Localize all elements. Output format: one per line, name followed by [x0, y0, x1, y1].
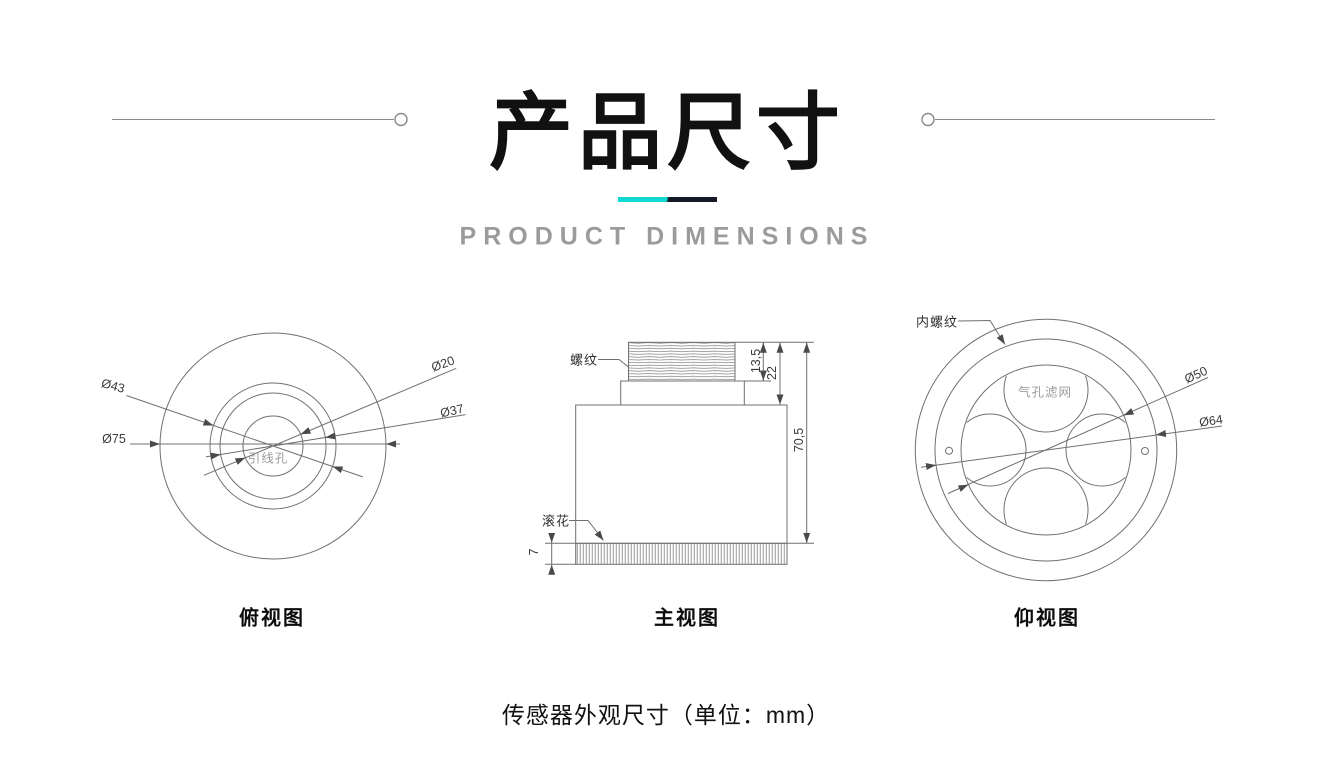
header-left-rule	[112, 112, 408, 127]
dim-label-body-height: 70,5	[792, 427, 806, 453]
title-accent-underline	[618, 197, 717, 202]
front-view-label: 主视图	[654, 607, 720, 630]
dim-label-d75: Ø75	[102, 432, 126, 446]
inner-thread-label: 内螺纹	[915, 314, 959, 330]
knurl-label: 滚花	[541, 513, 571, 529]
bottom-view-label: 仰视图	[1014, 607, 1080, 630]
thread-label: 螺纹	[569, 352, 599, 368]
page-subtitle: PRODUCT DIMENSIONS	[459, 222, 875, 251]
dim-label-knurl-height: 7	[527, 548, 541, 556]
front-view-drawing	[545, 341, 814, 575]
bottom-view-drawing	[914, 318, 1223, 582]
top-view-label: 俯视图	[239, 607, 305, 630]
header-right-rule	[921, 112, 1215, 127]
figure-caption: 传感器外观尺寸（单位：mm）	[501, 702, 831, 728]
top-view-drawing	[126, 332, 466, 560]
lead-wire-hole-label: 引线孔	[247, 451, 289, 466]
dim-label-neck-height: 22	[765, 366, 779, 380]
air-hole-mesh-label: 气孔滤网	[1017, 385, 1073, 400]
dim-label-thread-height: 13,5	[749, 348, 763, 374]
page-title: 产品尺寸	[488, 85, 846, 180]
